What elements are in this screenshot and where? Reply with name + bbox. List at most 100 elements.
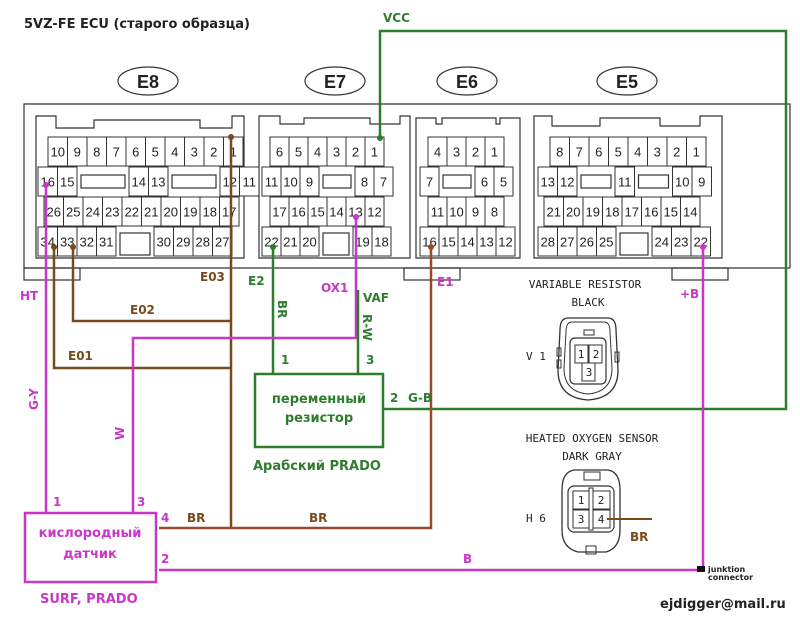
h6-connector-icon: 1 2 3 4: [561, 469, 621, 555]
svg-text:датчик: датчик: [63, 547, 117, 562]
svg-text:17: 17: [272, 205, 286, 220]
author-email: ejdigger@mail.ru: [660, 597, 786, 612]
svg-text:12: 12: [560, 175, 574, 190]
resistor-caption: Арабский PRADO: [253, 459, 381, 474]
svg-text:кислородный: кислородный: [39, 526, 142, 541]
pin-e5-7: 7: [569, 136, 590, 167]
svg-text:E6: E6: [456, 72, 478, 92]
svg-text:8: 8: [93, 145, 100, 160]
pin-e8-20: 20: [160, 196, 181, 227]
svg-text:2: 2: [210, 145, 217, 160]
svg-text:27: 27: [215, 235, 229, 250]
pin-e7-1: 1: [364, 136, 385, 167]
pin-e8-4: 4: [164, 136, 185, 167]
svg-text:23: 23: [674, 235, 688, 250]
pin-e8-19: 19: [180, 196, 201, 227]
pin-e8-15: 15: [57, 166, 78, 197]
svg-text:3: 3: [586, 366, 593, 379]
svg-text:2: 2: [598, 494, 605, 507]
wire-color-rw: R-W: [360, 314, 374, 341]
svg-text:17: 17: [222, 205, 236, 220]
svg-text:10: 10: [449, 205, 463, 220]
svg-text:6: 6: [276, 145, 283, 160]
pin-e8-1: 1: [223, 136, 244, 167]
variable-resistor-box: переменный резистор: [253, 372, 385, 449]
svg-text:13: 13: [541, 175, 555, 190]
svg-text:19: 19: [183, 205, 197, 220]
signal-ox1: OX1: [321, 281, 348, 295]
wire-e2: [270, 244, 276, 374]
pin-e6-10: 10: [446, 196, 467, 227]
connector-key-slot: [637, 174, 670, 189]
pin-e6-5: 5: [493, 166, 514, 197]
pin-e5-5: 5: [608, 136, 629, 167]
pin-e6-9: 9: [465, 196, 486, 227]
signal-e1: E1: [437, 275, 454, 289]
sensor-pin-4: 4: [161, 511, 169, 525]
svg-text:6: 6: [595, 145, 602, 160]
svg-text:3: 3: [191, 145, 198, 160]
svg-text:2: 2: [673, 145, 680, 160]
pin-e8-14: 14: [128, 166, 149, 197]
svg-text:6: 6: [481, 175, 488, 190]
svg-text:29: 29: [176, 235, 190, 250]
pin-e5-1: 1: [686, 136, 707, 167]
pin-e5-13: 13: [537, 166, 558, 197]
svg-text:E8: E8: [137, 72, 159, 92]
svg-text:8: 8: [491, 205, 498, 220]
signal-e01: E01: [68, 349, 93, 363]
svg-text:25: 25: [66, 205, 80, 220]
connector-key-slot: [322, 174, 352, 189]
svg-text:10: 10: [283, 175, 297, 190]
pin-e8-16: 16: [37, 166, 58, 197]
pin-e7-16: 16: [288, 196, 309, 227]
pin-e8-17: 17: [219, 196, 240, 227]
svg-text:E7: E7: [324, 72, 346, 92]
svg-text:11: 11: [243, 175, 257, 190]
connector-key-slot: [119, 232, 151, 256]
svg-text:26: 26: [47, 205, 61, 220]
wire-e01: [51, 244, 231, 370]
pin-e7-18: 18: [371, 226, 392, 257]
h6-color: DARK GRAY: [562, 450, 622, 463]
pin-e7-15: 15: [307, 196, 328, 227]
svg-text:19: 19: [586, 205, 600, 220]
svg-text:20: 20: [164, 205, 178, 220]
pin-e8-26: 26: [43, 196, 64, 227]
svg-text:6: 6: [132, 145, 139, 160]
wire-ox1: [131, 214, 359, 513]
pin-e7-12: 12: [364, 196, 385, 227]
pin-e8-24: 24: [82, 196, 103, 227]
connector-label-e7: E7: [304, 66, 366, 96]
svg-text:32: 32: [80, 235, 94, 250]
svg-text:1: 1: [578, 348, 585, 361]
wire-color-br-4a: BR: [187, 511, 205, 525]
pin-e5-9: 9: [691, 166, 712, 197]
signal-e03: E03: [200, 270, 225, 284]
pin-e5-25: 25: [596, 226, 617, 257]
pin-e8-2: 2: [203, 136, 224, 167]
svg-text:10: 10: [675, 175, 689, 190]
wire-color-b: B: [463, 552, 472, 566]
svg-text:1: 1: [371, 145, 378, 160]
connector-key-slot: [580, 174, 612, 189]
wire-color-gb: G-B: [408, 391, 432, 405]
svg-text:20: 20: [302, 235, 316, 250]
pin-e8-5: 5: [145, 136, 166, 167]
pin-e6-1: 1: [484, 136, 505, 167]
svg-text:21: 21: [547, 205, 561, 220]
svg-text:18: 18: [203, 205, 217, 220]
pin-e7-21: 21: [280, 226, 301, 257]
svg-text:2: 2: [472, 145, 479, 160]
pin-e5-8: 8: [549, 136, 570, 167]
signal-vaf: VAF: [363, 291, 389, 305]
svg-text:4: 4: [634, 145, 641, 160]
svg-text:22: 22: [125, 205, 139, 220]
svg-text:27: 27: [560, 235, 574, 250]
resistor-pin-2: 2: [390, 391, 398, 405]
svg-text:17: 17: [625, 205, 639, 220]
svg-text:18: 18: [374, 235, 388, 250]
svg-text:3: 3: [453, 145, 460, 160]
svg-text:23: 23: [105, 205, 119, 220]
svg-text:14: 14: [460, 235, 474, 250]
